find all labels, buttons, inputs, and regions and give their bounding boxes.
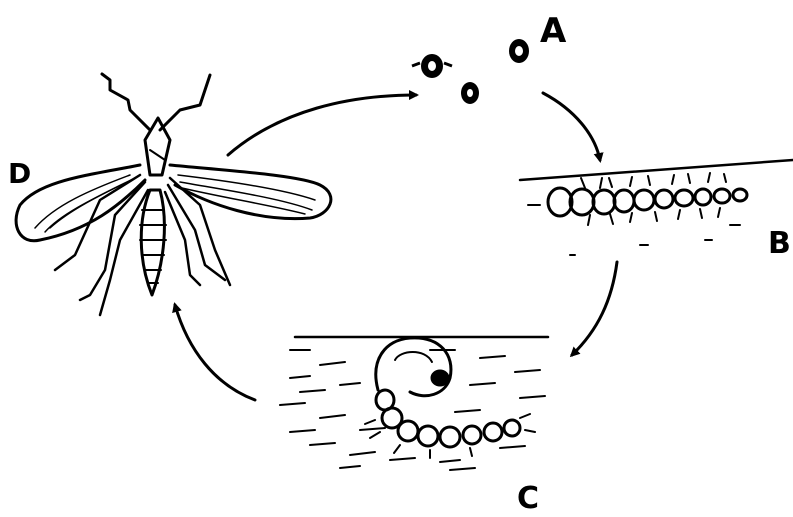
arrow-pupa-to-adult: [175, 305, 255, 400]
label-larva: B: [768, 226, 791, 261]
label-eggs: A: [540, 11, 567, 51]
label-pupa: C: [517, 481, 539, 512]
pupa: [280, 337, 548, 470]
eggs: [412, 39, 529, 104]
adult-mosquito: [16, 74, 331, 315]
arrow-eggs-to-larva: [543, 93, 600, 160]
label-adult: D: [8, 157, 31, 190]
larva: [520, 160, 793, 255]
arrow-adult-to-eggs: [228, 95, 416, 155]
cycle-arrows: [175, 93, 617, 400]
arrow-larva-to-pupa: [572, 262, 617, 355]
